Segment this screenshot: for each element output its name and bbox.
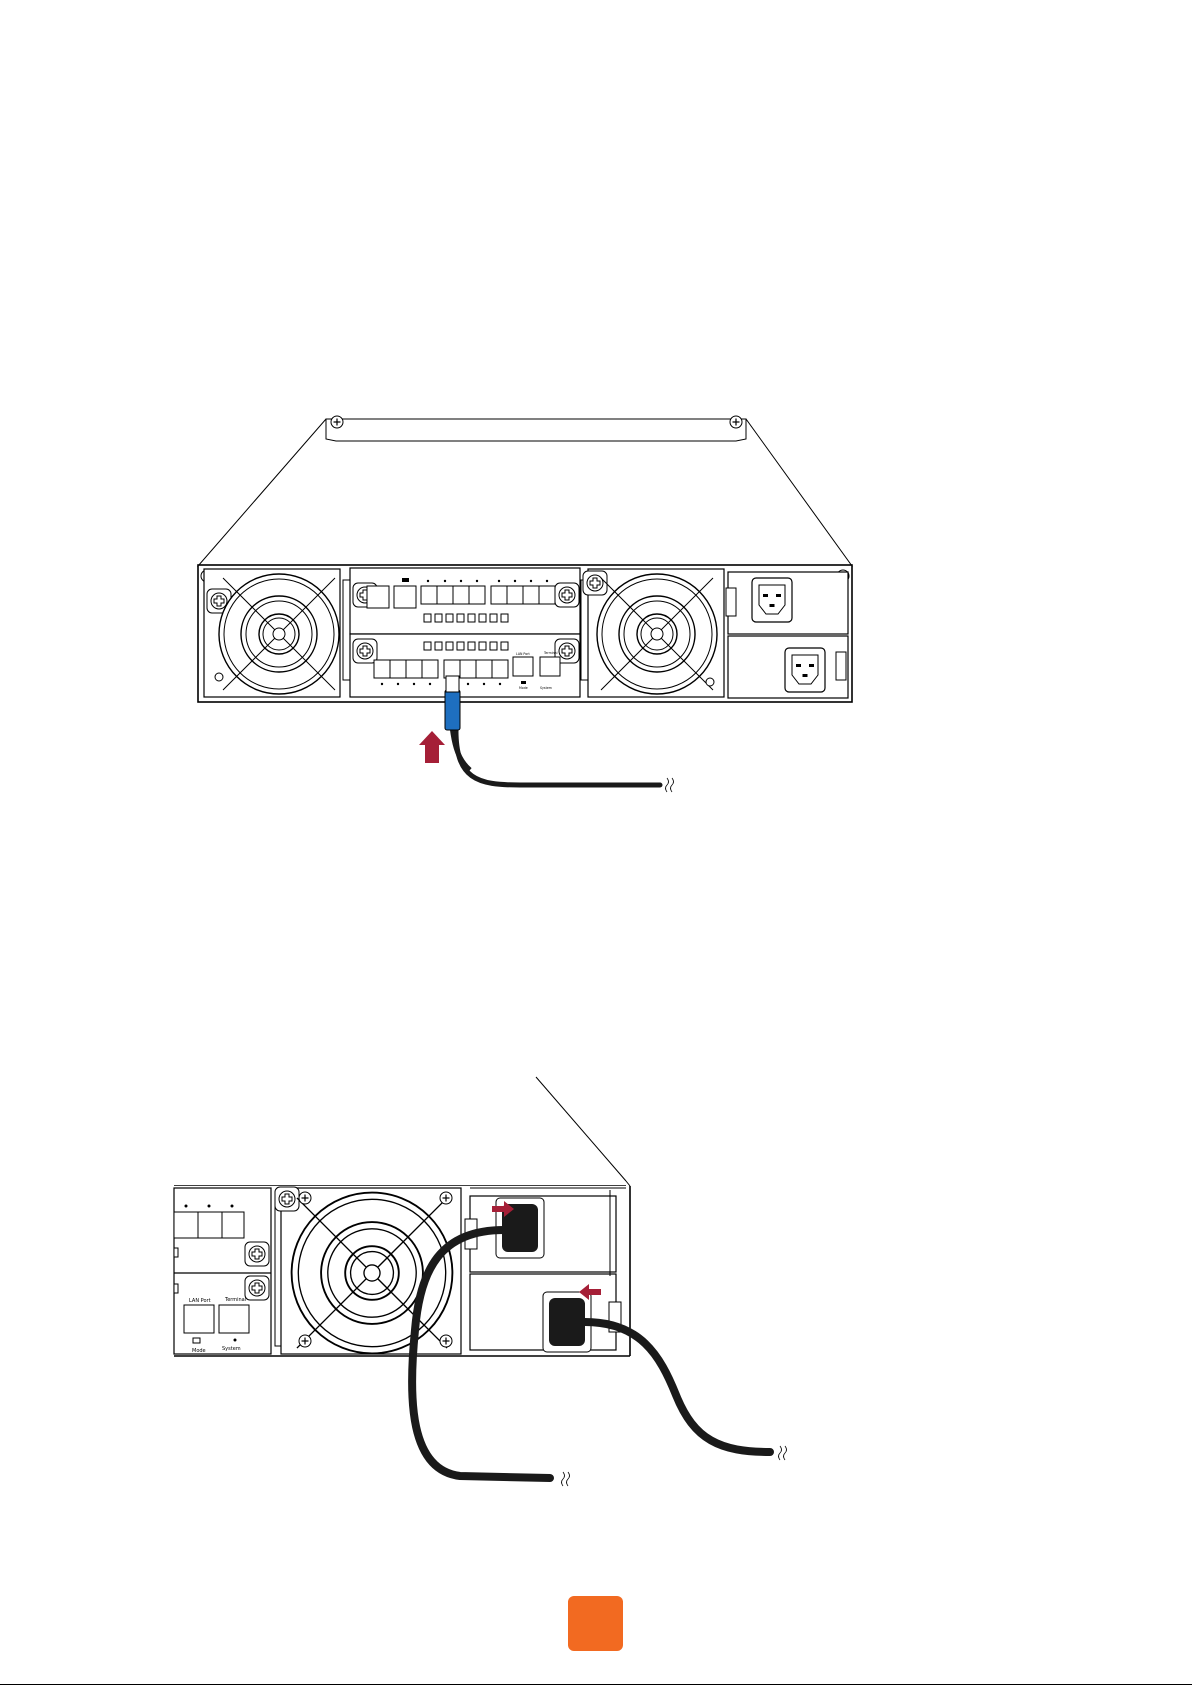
right-fan-thumbscrew-icon (583, 571, 607, 595)
detail-fan-thumbscrew-icon (275, 1187, 299, 1211)
detail-controller-thumbscrew-bottom-icon (245, 1276, 269, 1300)
detail-fan-screw-tr (440, 1192, 452, 1204)
psu-1-power-inlet-icon (752, 578, 792, 622)
detail-fan-screw-tl (299, 1192, 311, 1204)
page-number-badge (568, 1596, 623, 1651)
top-screw-right (730, 416, 742, 428)
top-screw-left (331, 416, 343, 428)
detail-mode-label: Mode (192, 1348, 206, 1354)
cable-break-icon-3 (779, 1446, 787, 1460)
insert-arrow-up-icon (419, 731, 445, 763)
detail-fan-screw-br (440, 1335, 452, 1347)
psu-2-power-inlet-icon (785, 648, 825, 692)
controller-2-thumbscrew-left-icon (353, 639, 377, 663)
cable-break-icon-2 (562, 1472, 570, 1486)
lan-port (513, 657, 533, 676)
network-cable-1 (456, 727, 660, 785)
lan-port-label: LAN Port (516, 652, 530, 656)
terminal-port-label: Terminal (543, 651, 558, 655)
rj45-connector-blue (445, 690, 460, 730)
terminal-port (540, 657, 560, 676)
figure-2-power-detail: LAN Port Terminal Mode System (174, 1077, 787, 1486)
mode-label: Mode (519, 686, 528, 690)
left-fan-icon (219, 574, 339, 694)
detail-terminal-label: Terminal (224, 1297, 246, 1303)
detail-fan-screw-bl (299, 1335, 311, 1347)
detail-system-label: System (222, 1346, 241, 1352)
chassis-top-flange (326, 419, 746, 441)
figure-1-rear-view: LAN Port Terminal Mode System (198, 416, 852, 792)
detail-lan-port-label: LAN Port (189, 1298, 211, 1304)
detail-controller-thumbscrew-top-icon (245, 1242, 269, 1266)
cable-break-icon-1 (666, 778, 674, 792)
right-fan-icon (597, 574, 717, 694)
system-label: System (540, 686, 552, 690)
power-plug-2 (549, 1298, 585, 1346)
controller-1-thumbscrew-right-icon (555, 583, 579, 607)
